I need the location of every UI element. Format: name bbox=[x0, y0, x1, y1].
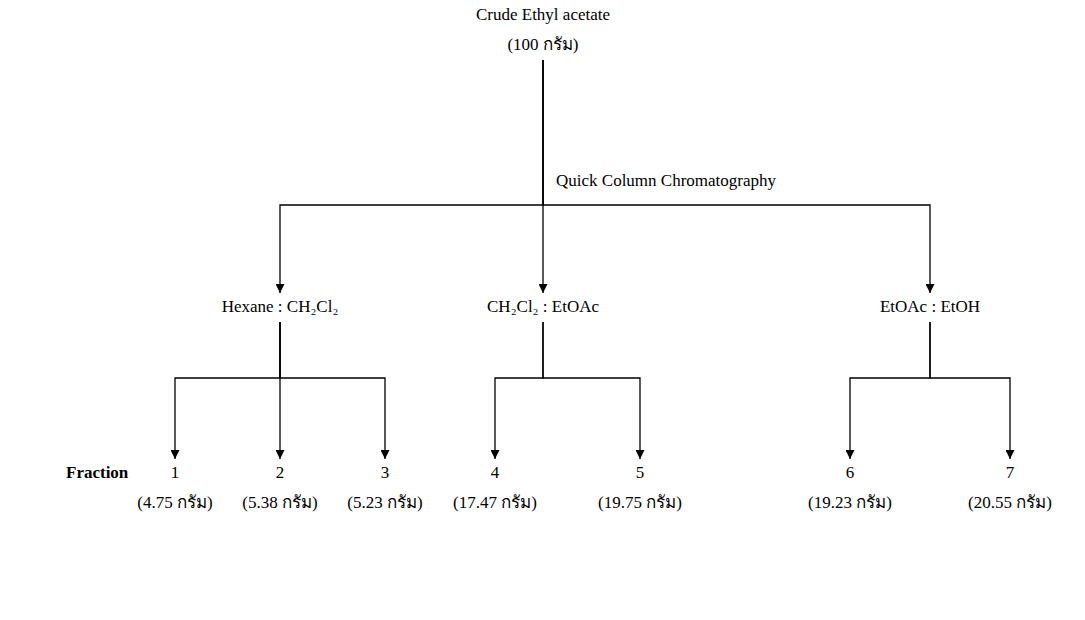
flow-arrow bbox=[175, 322, 280, 459]
fraction-item: 7 (20.55 กรัม) bbox=[968, 462, 1052, 514]
fraction-item: 5 (19.75 กรัม) bbox=[598, 462, 682, 514]
flow-arrow bbox=[930, 322, 1010, 459]
node-title: 2 bbox=[242, 462, 317, 484]
node-title: EtOAc : EtOH bbox=[880, 296, 980, 318]
fraction-item: 6 (19.23 กรัม) bbox=[808, 462, 892, 514]
node-title: 6 bbox=[808, 462, 892, 484]
node-title: Crude Ethyl acetate bbox=[476, 4, 610, 26]
solvent-system: EtOAc : EtOH bbox=[880, 296, 980, 318]
node-title: 7 bbox=[968, 462, 1052, 484]
solvent-system: Hexane : CH₂Cl₂ bbox=[222, 296, 339, 318]
node-weight: (5.23 กรัม) bbox=[347, 492, 422, 514]
node-weight: (100 กรัม) bbox=[476, 34, 610, 56]
node-title: 3 bbox=[347, 462, 422, 484]
fraction-item: 3 (5.23 กรัม) bbox=[347, 462, 422, 514]
flow-arrow bbox=[280, 60, 543, 293]
flow-arrow bbox=[850, 322, 930, 459]
fraction-item: 4 (17.47 กรัม) bbox=[453, 462, 537, 514]
flow-arrow bbox=[280, 322, 385, 459]
node-weight: (20.55 กรัม) bbox=[968, 492, 1052, 514]
method-label: Quick Column Chromatography bbox=[556, 170, 776, 192]
source-extract: Crude Ethyl acetate (100 กรัม) bbox=[476, 4, 610, 56]
solvent-system: CH₂Cl₂ : EtOAc bbox=[487, 296, 599, 318]
row-heading: Fraction bbox=[66, 462, 128, 484]
fraction-item: 2 (5.38 กรัม) bbox=[242, 462, 317, 514]
node-title: 4 bbox=[453, 462, 537, 484]
node-title: Hexane : CH₂Cl₂ bbox=[222, 296, 339, 318]
node-weight: (4.75 กรัม) bbox=[137, 492, 212, 514]
node-weight: (19.75 กรัม) bbox=[598, 492, 682, 514]
node-weight: (17.47 กรัม) bbox=[453, 492, 537, 514]
node-title: CH₂Cl₂ : EtOAc bbox=[487, 296, 599, 318]
node-weight: (19.23 กรัม) bbox=[808, 492, 892, 514]
flow-arrow bbox=[495, 322, 543, 459]
node-weight: (5.38 กรัม) bbox=[242, 492, 317, 514]
fraction-item: 1 (4.75 กรัม) bbox=[137, 462, 212, 514]
node-title: 5 bbox=[598, 462, 682, 484]
flow-arrow bbox=[543, 322, 640, 459]
flow-arrow bbox=[543, 60, 930, 293]
node-title: 1 bbox=[137, 462, 212, 484]
